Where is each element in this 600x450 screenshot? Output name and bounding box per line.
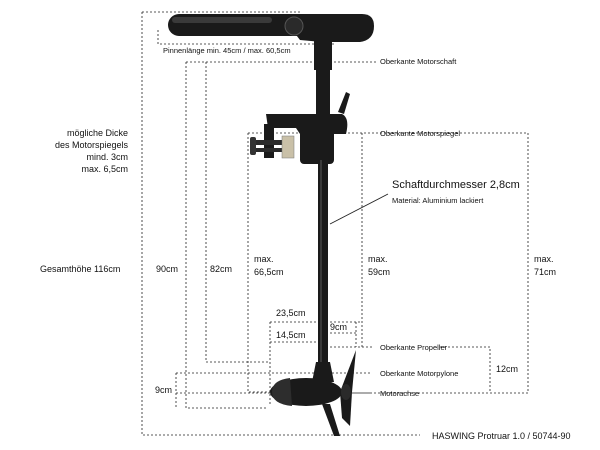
dimension-lines [141,11,529,436]
model-label: HASWING Protruar 1.0 / 50744-90 [432,431,571,441]
width-23-label: 23,5cm [276,308,306,318]
height-82-label: 82cm [210,264,233,274]
transom-top-label: Oberkante Motorspiegel [380,129,461,138]
height-90-label: 90cm [156,264,179,274]
propeller-blade-bottom [340,392,352,426]
dim-90cm-line [185,62,268,409]
motor-shaft-top-label: Oberkante Motorschaft [380,57,457,66]
height-9-label: 9cm [155,385,173,395]
max-66-value: 66,5cm [254,267,284,277]
motor-neck [314,40,332,70]
max-66-label: max. 66,5cm [254,253,284,279]
max-59-label: max. 59cm [368,253,390,279]
dim-82cm-line [205,62,270,363]
dim-12cm-line [440,346,491,393]
transom-thickness-line-2: des Motorspiegels [54,140,128,150]
skeg [322,404,340,436]
dim-71cm-line [352,133,529,394]
shaft-diameter-pointer [329,193,389,225]
max-71-prefix: max. [534,254,554,264]
upper-shaft [316,68,330,114]
speed-knob [284,16,304,36]
motor-nose [272,378,292,406]
motor-pylon [312,362,334,382]
tiller-length-label: Pinnenlänge min. 45cm / max. 60,5cm [163,46,291,55]
max-71-label: max. 71cm [534,253,556,279]
propeller-top-label: Oberkante Propeller [380,343,448,352]
shaft-diameter-label: Schaftdurchmesser 2,8cm [392,179,520,191]
clamp-screw-top [252,140,288,145]
clamp-pad [281,135,295,159]
transom-thickness-line-1: mögliche Dicke [66,128,128,138]
width-14-label: 14,5cm [276,330,306,340]
motor-shaft [318,160,328,370]
max-59-value: 59cm [368,267,391,277]
pylon-top-label: Oberkante Motorpylone [380,369,459,378]
propeller-blade-top [340,350,356,392]
motor-shaft-highlight [320,160,322,370]
trolling-motor [168,14,374,436]
tiller-grip-highlight [172,17,272,23]
shaft-collar [300,130,334,164]
transom-thickness-line-4: max. 6,5cm [81,164,128,174]
total-height-line [141,12,420,436]
max-66-prefix: max. [254,254,274,264]
material-label: Material: Aluminium lackiert [392,196,484,205]
motor-axis-label: Motorachse [380,389,420,398]
tilt-lever [338,92,350,114]
dim-66cm-line [247,133,270,393]
clamp-screw-bottom [252,148,288,152]
transom-thickness-block: mögliche Dicke des Motorspiegels mind. 3… [40,127,128,175]
motor-head [280,14,374,42]
max-71-value: 71cm [534,267,557,277]
transom-bracket [266,114,348,134]
propeller-hub [341,384,351,400]
height-12-label: 12cm [496,364,519,374]
transom-thickness-line-3: mind. 3cm [86,152,128,162]
width-9-label: 9cm [330,322,348,332]
max-59-prefix: max. [368,254,388,264]
total-height-label: Gesamthöhe 116cm [40,264,121,274]
clamp-knob [250,137,256,155]
